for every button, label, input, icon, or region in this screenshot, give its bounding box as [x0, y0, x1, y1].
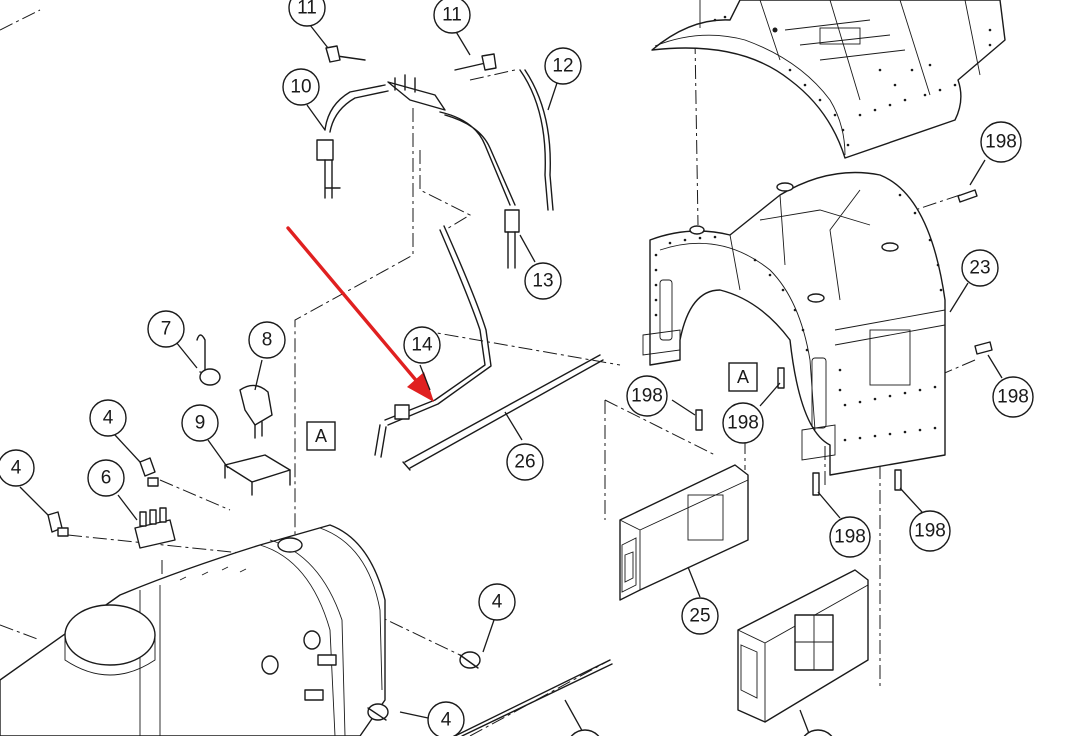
callout-11: 11 [288, 0, 326, 27]
callout-4: 4 [0, 449, 35, 487]
callout-7: 7 [147, 310, 185, 348]
reference-label: A [737, 367, 749, 387]
callout-label: 198 [727, 413, 759, 434]
reference-label: A [315, 426, 327, 446]
callout-6: 6 [87, 459, 125, 497]
callout-14: 14 [403, 326, 441, 364]
callout-partial [803, 729, 833, 736]
callout-4: 4 [89, 399, 127, 437]
callout-label: 12 [552, 56, 573, 77]
callout-label: 4 [103, 408, 114, 429]
callout-label: 25 [689, 606, 710, 627]
callout-label: 26 [514, 452, 535, 473]
reference-mark-a: A [728, 362, 758, 392]
screws-198 [695, 189, 993, 496]
cab-body [642, 171, 946, 476]
side-panel-25 [619, 464, 749, 601]
callout-label: 4 [441, 710, 452, 731]
callout-label: 198 [985, 132, 1017, 153]
callout-label: 13 [532, 271, 553, 292]
callout-label: 4 [492, 592, 503, 613]
callout-25: 25 [681, 597, 719, 635]
callout-12: 12 [544, 47, 582, 85]
side-panel-window [737, 569, 869, 723]
callout-label: 8 [262, 330, 273, 351]
hood-rivets [713, 15, 992, 147]
callout-label: 4 [11, 458, 22, 479]
callout-198: 198 [722, 402, 764, 444]
callouts: 11 11 12 10 13 14 7 8 9 4 4 6 26 4 4 198… [0, 0, 1034, 736]
highlight-arrow [286, 226, 434, 402]
pipe-assembly [316, 45, 554, 458]
callout-10: 10 [282, 68, 320, 106]
callout-8: 8 [248, 321, 286, 359]
callout-13: 13 [524, 262, 562, 300]
callout-leaders [19, 24, 1003, 736]
callout-label: 7 [161, 319, 172, 340]
callout-9: 9 [181, 404, 219, 442]
callout-198: 198 [992, 376, 1034, 418]
callout-label: 198 [834, 527, 866, 548]
callout-11: 11 [433, 0, 471, 34]
callout-label: 198 [997, 387, 1029, 408]
callout-198: 198 [909, 510, 951, 552]
rod-bottom [454, 659, 613, 736]
callout-label: 9 [195, 413, 206, 434]
callout-label: 6 [101, 468, 112, 489]
hood-panel [651, 0, 1006, 159]
reference-mark-a: A [306, 421, 336, 451]
callout-partial [570, 729, 600, 736]
callout-label: 11 [297, 0, 317, 19]
callout-label: 11 [442, 5, 462, 26]
callout-198: 198 [980, 121, 1022, 163]
callout-label: 23 [969, 258, 990, 279]
callout-23: 23 [961, 249, 999, 287]
callout-label: 198 [914, 521, 946, 542]
boiler-tank [0, 524, 386, 736]
fittings [47, 457, 481, 721]
callout-label: 10 [290, 77, 311, 98]
cab-rivets [654, 193, 943, 442]
callout-26: 26 [506, 443, 544, 481]
callout-4: 4 [478, 583, 516, 621]
callout-label: 198 [631, 386, 663, 407]
bracket-parts [196, 334, 291, 496]
callout-198: 198 [829, 516, 871, 558]
callout-4: 4 [427, 701, 465, 736]
callout-198: 198 [626, 375, 668, 417]
callout-label: 14 [411, 335, 433, 356]
rod-26 [402, 354, 604, 471]
